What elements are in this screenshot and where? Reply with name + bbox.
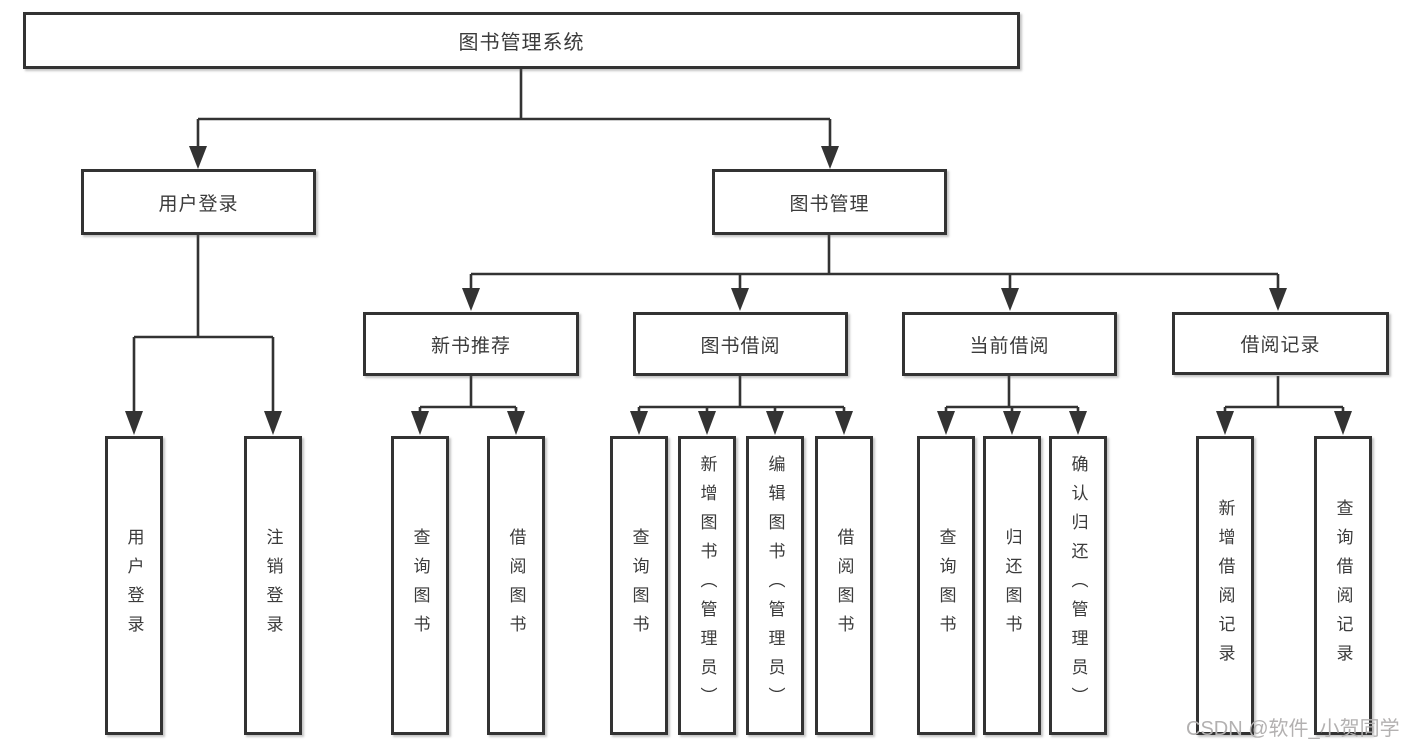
arrow-down-icon xyxy=(766,411,784,435)
node-user-login: 用户登录 xyxy=(81,169,316,235)
arrow-down-icon xyxy=(411,411,429,435)
node-label: 新增图书（管理员） xyxy=(697,455,717,716)
arrow-down-icon xyxy=(1001,288,1019,311)
arrow-down-icon xyxy=(1003,411,1021,435)
node-label: 用户登录 xyxy=(124,527,144,644)
leaf-return-book: 归还图书 xyxy=(983,436,1041,735)
leaf-add-book-admin: 新增图书（管理员） xyxy=(678,436,736,735)
connector-line xyxy=(418,376,518,413)
arrow-down-icon xyxy=(821,146,839,169)
leaf-query-books-current: 查询图书 xyxy=(917,436,975,735)
node-label: 新增借阅记录 xyxy=(1215,498,1235,673)
leaf-add-borrow-record: 新增借阅记录 xyxy=(1196,436,1254,735)
arrow-down-icon xyxy=(698,411,716,435)
connector-line xyxy=(1223,376,1345,413)
arrow-down-icon xyxy=(937,411,955,435)
connector-line xyxy=(469,235,1280,290)
leaf-query-books-borrowing: 查询图书 xyxy=(610,436,668,735)
leaf-query-borrow-record: 查询借阅记录 xyxy=(1314,436,1372,735)
arrow-down-icon xyxy=(507,411,525,435)
node-label: 当前借阅 xyxy=(969,335,1050,357)
node-label: 借阅记录 xyxy=(1240,335,1321,356)
connector-line xyxy=(132,235,275,412)
connector-line xyxy=(944,376,1080,413)
leaf-user-login: 用户登录 xyxy=(105,436,163,735)
arrow-down-icon xyxy=(189,146,207,169)
csdn-watermark: CSDN @软件_小贺同学 xyxy=(1186,718,1400,740)
node-new-book-recommendation: 新书推荐 xyxy=(363,312,579,376)
leaf-query-books-recommend: 查询图书 xyxy=(391,436,449,735)
node-current-borrowing: 当前借阅 xyxy=(902,312,1117,376)
node-label: 图书管理系统 xyxy=(458,32,585,54)
arrow-down-icon xyxy=(1269,288,1287,311)
connector-line xyxy=(637,376,846,413)
node-book-management: 图书管理 xyxy=(712,169,947,235)
node-label: 查询图书 xyxy=(410,527,430,644)
node-label: 图书借阅 xyxy=(700,335,781,357)
node-label: 注销登录 xyxy=(263,527,283,644)
connector-line xyxy=(196,69,832,147)
node-label: 编辑图书（管理员） xyxy=(765,455,785,716)
arrow-down-icon xyxy=(1069,411,1087,435)
arrow-down-icon xyxy=(462,288,480,311)
node-label: 归还图书 xyxy=(1002,527,1022,644)
node-borrowing-records: 借阅记录 xyxy=(1172,312,1389,375)
node-label: 查询图书 xyxy=(629,527,649,644)
node-label: 借阅图书 xyxy=(506,527,526,644)
node-label: 新书推荐 xyxy=(430,335,511,357)
node-label: 查询借阅记录 xyxy=(1333,498,1353,673)
node-label: 用户登录 xyxy=(158,193,239,215)
leaf-logout: 注销登录 xyxy=(244,436,302,735)
node-label: 借阅图书 xyxy=(834,527,854,644)
arrow-down-icon xyxy=(630,411,648,435)
node-label: 图书管理 xyxy=(789,193,870,215)
leaf-borrow-books-recommend: 借阅图书 xyxy=(487,436,545,735)
arrow-down-icon xyxy=(125,411,143,435)
leaf-confirm-return-admin: 确认归还（管理员） xyxy=(1049,436,1107,735)
node-library-management-system: 图书管理系统 xyxy=(23,12,1020,69)
arrow-down-icon xyxy=(1334,411,1352,435)
arrow-down-icon xyxy=(731,288,749,311)
arrow-down-icon xyxy=(835,411,853,435)
node-label: 确认归还（管理员） xyxy=(1068,455,1088,716)
leaf-borrow-books: 借阅图书 xyxy=(815,436,873,735)
node-book-borrowing: 图书借阅 xyxy=(633,312,848,376)
arrow-down-icon xyxy=(1216,411,1234,435)
arrow-down-icon xyxy=(264,411,282,435)
leaf-edit-book-admin: 编辑图书（管理员） xyxy=(746,436,804,735)
node-label: 查询图书 xyxy=(936,527,956,644)
